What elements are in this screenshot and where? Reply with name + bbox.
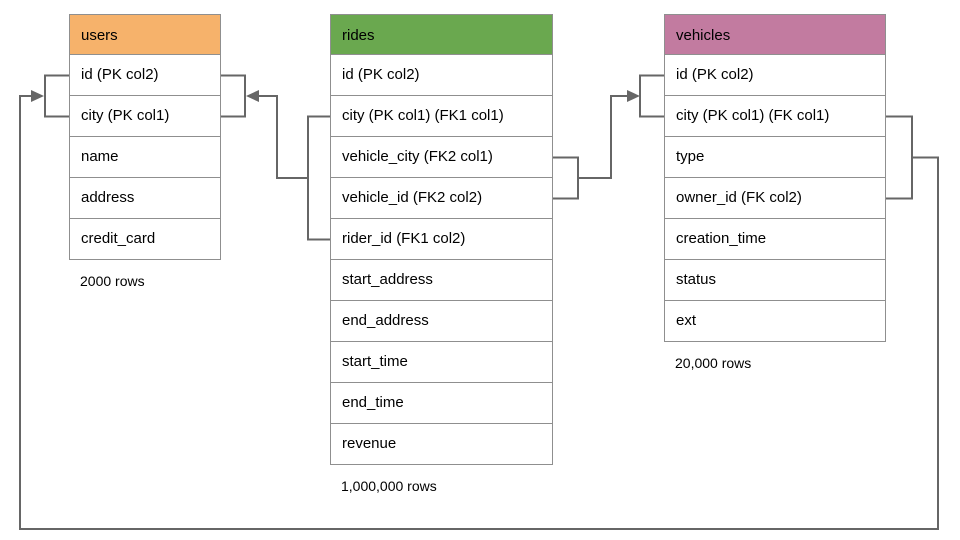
users-column-id: id (PK col2) xyxy=(69,55,221,96)
vehicles-column-id: id (PK col2) xyxy=(664,55,886,96)
rides-row-count: 1,000,000 rows xyxy=(341,478,437,494)
users-column-credit-card: credit_card xyxy=(69,219,221,260)
users-column-city: city (PK col1) xyxy=(69,96,221,137)
fk-arrowhead xyxy=(31,90,44,102)
vehicles-column-status: status xyxy=(664,260,886,301)
vehicles-row-count: 20,000 rows xyxy=(675,355,752,371)
fk1-rides-to-users-connector xyxy=(221,74,330,241)
vehicles-column-owner-id: owner_id (FK col2) xyxy=(664,178,886,219)
table-users: users id (PK col2) city (PK col1) name a… xyxy=(69,14,221,289)
vehicles-column-creation-time: creation_time xyxy=(664,219,886,260)
vehicles-column-type: type xyxy=(664,137,886,178)
vehicles-column-city: city (PK col1) (FK col1) xyxy=(664,96,886,137)
rides-column-city: city (PK col1) (FK1 col1) xyxy=(330,96,553,137)
vehicles-column-ext: ext xyxy=(664,301,886,342)
table-rides: rides id (PK col2) city (PK col1) (FK1 c… xyxy=(330,14,553,494)
fk-vehicles-to-users-connector xyxy=(19,74,939,530)
rides-column-vehicle-city: vehicle_city (FK2 col1) xyxy=(330,137,553,178)
rides-column-start-address: start_address xyxy=(330,260,553,301)
fk2-arrowhead xyxy=(627,90,640,102)
users-column-address: address xyxy=(69,178,221,219)
users-row-count: 2000 rows xyxy=(80,273,145,289)
rides-column-start-time: start_time xyxy=(330,342,553,383)
rides-column-rider-id: rider_id (FK1 col2) xyxy=(330,219,553,260)
rides-table-header: rides xyxy=(330,14,553,55)
rides-column-revenue: revenue xyxy=(330,424,553,465)
vehicles-table-header: vehicles xyxy=(664,14,886,55)
rides-column-end-address: end_address xyxy=(330,301,553,342)
users-table-header: users xyxy=(69,14,221,55)
rides-column-vehicle-id: vehicle_id (FK2 col2) xyxy=(330,178,553,219)
fk2-rides-to-vehicles-connector xyxy=(553,74,664,200)
users-column-name: name xyxy=(69,137,221,178)
table-vehicles: vehicles id (PK col2) city (PK col1) (FK… xyxy=(664,14,886,371)
fk1-arrowhead xyxy=(246,90,259,102)
rides-column-id: id (PK col2) xyxy=(330,55,553,96)
rides-column-end-time: end_time xyxy=(330,383,553,424)
